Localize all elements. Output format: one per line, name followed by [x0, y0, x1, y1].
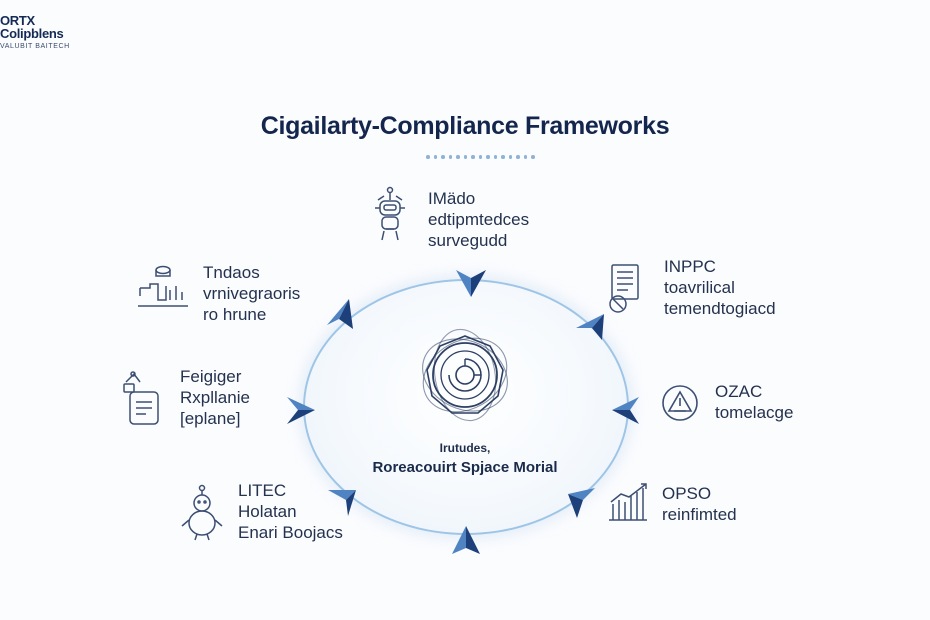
node-line: toavrilical — [664, 278, 735, 297]
node-line: OZAC — [715, 382, 763, 401]
node-line: IMädo — [428, 189, 476, 208]
arrow-lower-right — [568, 488, 595, 518]
node-left-label: Feigiger Rxpllanie [eplane] — [180, 366, 250, 429]
node-line: reinfimted — [662, 505, 737, 524]
arrow-lower-left — [328, 490, 356, 516]
node-top-label: IMädo edtipmtedces survegudd — [428, 188, 529, 251]
arrow-bottom — [452, 526, 480, 554]
node-line: survegudd — [428, 231, 508, 250]
central-hub-icon — [422, 328, 508, 422]
diagram-title: Cigailarty-Compliance Frameworks — [260, 112, 670, 140]
mascot-icon — [181, 484, 223, 541]
node-right-label: OZAC tomelacge — [715, 381, 793, 423]
center-subtitle: Irutudes, — [439, 441, 491, 455]
node-line: tomelacge — [715, 403, 794, 422]
brand-line-3: VALUBIT BAITECH — [0, 43, 70, 50]
arrow-right — [612, 397, 639, 424]
node-line: Tndaos — [203, 263, 260, 282]
arrow-upper-left — [327, 299, 353, 329]
warning-triangle-icon — [662, 385, 698, 421]
node-line: edtipmtedces — [428, 210, 530, 229]
arrow-upper-right — [576, 314, 604, 340]
node-line: LITEC — [238, 481, 287, 500]
robot-icon — [375, 186, 405, 241]
bar-chart-icon — [609, 483, 647, 521]
arrow-top — [456, 270, 486, 297]
node-line: Enari Boojacs — [238, 523, 343, 542]
document-checklist-icon — [609, 264, 639, 313]
node-line: Feigiger — [180, 367, 242, 386]
id-card-icon — [123, 371, 159, 425]
node-lower-right-label: OPSO reinfimted — [662, 483, 737, 525]
arrow-left — [287, 397, 315, 424]
title-divider-dots — [426, 155, 535, 159]
node-line: Rxpllanie — [180, 388, 250, 407]
lab-flask-icon — [138, 265, 188, 307]
node-line: [eplane] — [180, 409, 241, 428]
node-line: vrnivegraoris — [203, 284, 301, 303]
node-lower-left-label: LITEC Holatan Enari Boojacs — [238, 480, 343, 543]
node-line: Holatan — [238, 502, 297, 521]
node-line: OPSO — [662, 484, 712, 503]
node-upper-right-label: INPPC toavrilical temendtogiacd — [664, 256, 776, 319]
node-line: temendtogiacd — [664, 299, 776, 318]
brand-line-1: ORTX — [0, 13, 35, 28]
node-line: ro hrune — [203, 305, 267, 324]
brand-logo: ORTX Colipblens VALUBIT BAITECH — [0, 14, 70, 50]
center-label: Roreacouirt Spjace Morial — [372, 459, 558, 476]
node-upper-left-label: Tndaos vrnivegraoris ro hrune — [203, 262, 300, 325]
node-line: INPPC — [664, 257, 716, 276]
brand-line-2: Colipblens — [0, 26, 64, 41]
